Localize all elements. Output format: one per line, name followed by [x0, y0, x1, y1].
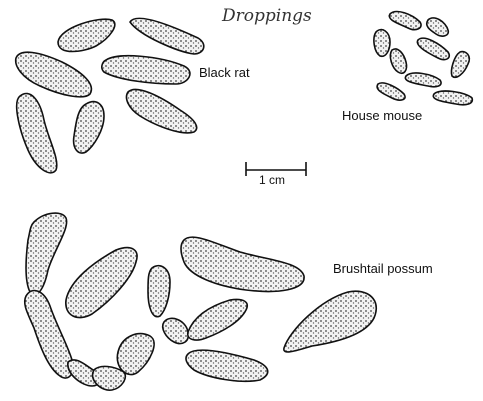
brushtail-possum-droppings — [25, 213, 377, 390]
scale-bar-label: 1 cm — [259, 173, 285, 187]
black-rat-label: Black rat — [199, 65, 250, 80]
diagram-title: Droppings — [222, 6, 312, 26]
house-mouse-droppings — [374, 12, 472, 105]
house-mouse-label: House mouse — [342, 108, 422, 123]
brushtail-possum-label: Brushtail possum — [333, 261, 433, 276]
black-rat-droppings — [16, 18, 204, 172]
